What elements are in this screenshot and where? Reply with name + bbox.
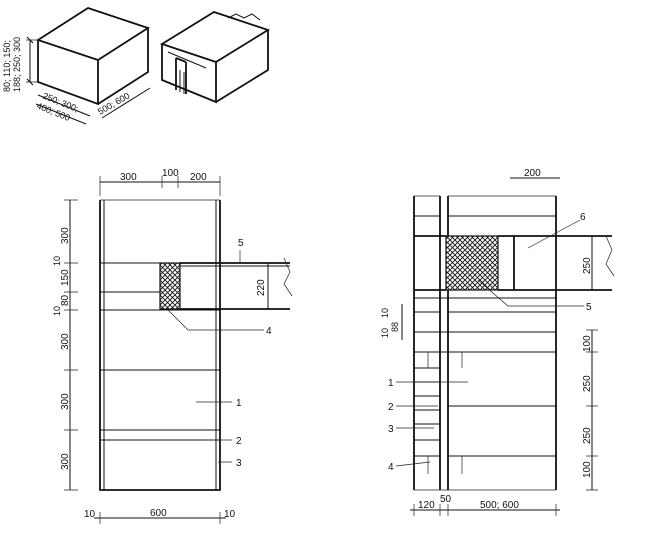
lv-callout-2: 2 (236, 436, 242, 447)
lv-left-2: 10 (52, 256, 62, 266)
lv-bottom-3: 10 (224, 509, 236, 520)
lv-callout-1: 1 (236, 398, 242, 409)
rv-callout-2: 2 (388, 402, 394, 413)
rv-left-2: 10 (380, 328, 390, 338)
lv-left-4: 10 (52, 306, 62, 316)
rv-top: 200 (524, 168, 541, 179)
lv-left-6: 300 (60, 333, 71, 350)
lv-left-3: 150 (60, 269, 71, 286)
dim-block-height-2: 188; 250; 300 (12, 37, 22, 92)
rv-callout-4: 4 (388, 462, 394, 473)
dim-block-height-1: 80; 110; 150; (2, 40, 12, 92)
left-elevation (64, 176, 293, 524)
lv-callout-4: 4 (266, 326, 272, 337)
lv-bottom-2: 600 (150, 508, 167, 519)
rv-callout-5: 5 (586, 302, 592, 313)
lv-bottom-1: 10 (84, 509, 96, 520)
lv-left-1: 300 (60, 227, 71, 244)
lv-right-dim: 220 (256, 279, 267, 296)
rv-bottom-2: 50 (440, 494, 452, 505)
lv-top-2: 100 (162, 168, 179, 179)
rv-right-2: 100 (582, 335, 593, 352)
right-elevation (395, 177, 615, 516)
rv-right-1: 250 (582, 257, 593, 274)
rv-left-1: 10 (380, 308, 390, 318)
rv-right-3: 250 (582, 375, 593, 392)
rv-right-5: 100 (582, 461, 593, 478)
rv-right-4: 250 (582, 427, 593, 444)
lv-left-8: 300 (60, 453, 71, 470)
rv-callout-3: 3 (388, 424, 394, 435)
tongue-groove-block-isometric (159, 11, 271, 104)
lv-callout-5: 5 (238, 238, 244, 249)
rv-callout-6: 6 (580, 212, 586, 223)
rv-bottom-1: 120 (418, 500, 435, 511)
lv-callout-3: 3 (236, 458, 242, 469)
lv-left-7: 300 (60, 393, 71, 410)
rv-bottom-3: 500; 600 (480, 500, 519, 511)
lv-top-3: 200 (190, 172, 207, 183)
lv-top-1: 300 (120, 172, 137, 183)
rv-callout-1: 1 (388, 378, 394, 389)
plain-block-isometric (26, 7, 151, 125)
rv-left-3: 88 (390, 322, 400, 332)
lv-left-5: 80 (60, 294, 71, 306)
